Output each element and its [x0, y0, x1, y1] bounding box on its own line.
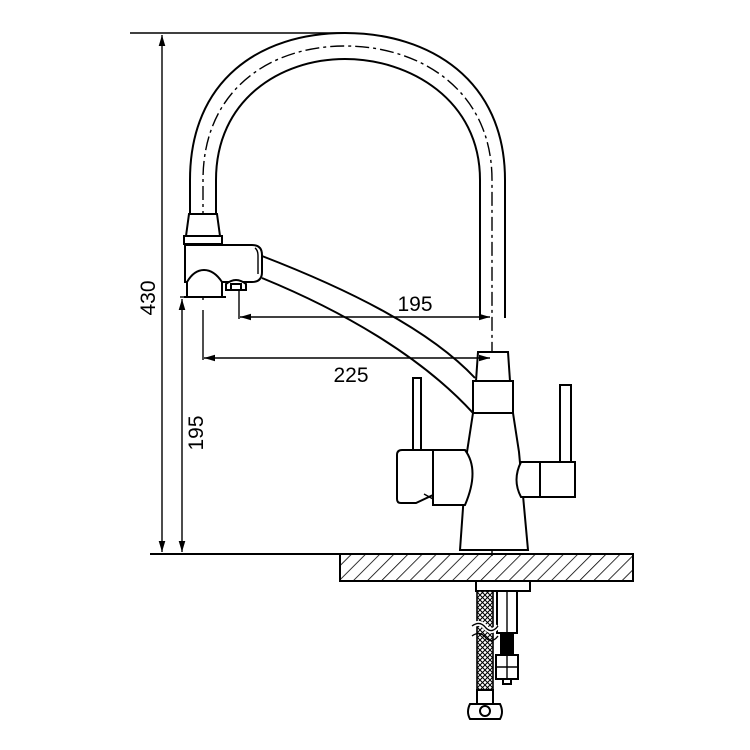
dim-label-195-vertical: 195 — [185, 415, 208, 450]
faucet-body — [458, 351, 530, 551]
right-lever-handle — [515, 384, 576, 498]
dimension-reach-225: 225 — [202, 310, 490, 387]
dim-label-225: 225 — [333, 364, 368, 387]
dimension-overall-height: 430 — [130, 32, 345, 552]
filtered-water-spout — [261, 255, 476, 414]
dimension-outlet-height: 195 — [178, 296, 208, 552]
dimension-reach-195: 195 — [238, 290, 490, 321]
left-lever-handle — [396, 377, 474, 506]
dim-label-195-horizontal: 195 — [397, 293, 432, 316]
braided-supply-hose — [467, 590, 503, 720]
mounting-hardware — [475, 580, 531, 685]
countertop-section — [150, 553, 634, 582]
pull-out-head — [183, 213, 263, 298]
dim-label-430: 430 — [137, 280, 160, 315]
